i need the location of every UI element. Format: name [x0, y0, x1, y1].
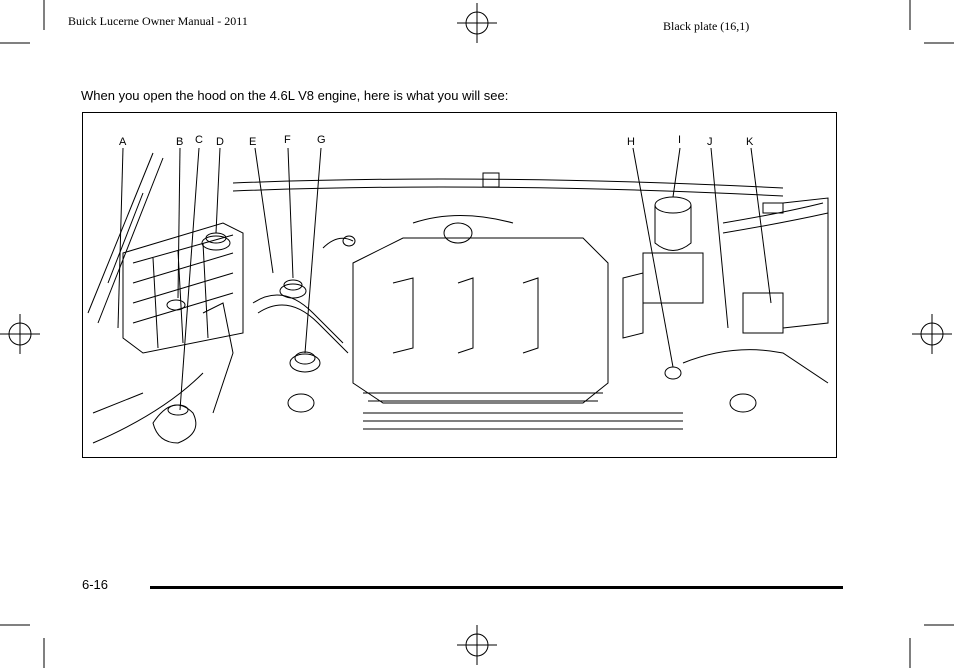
callout-j: J: [707, 136, 713, 148]
callout-e: E: [249, 136, 256, 148]
engine-compartment-figure: A B C D E F G H I J K: [82, 112, 837, 458]
callout-c: C: [195, 134, 203, 146]
plate-label: Black plate (16,1): [663, 19, 750, 33]
callout-b: B: [176, 136, 183, 148]
intro-text: When you open the hood on the 4.6L V8 en…: [81, 88, 509, 103]
callout-g: G: [317, 134, 326, 146]
callout-d: D: [216, 136, 224, 148]
footer-divider: [150, 586, 843, 589]
callout-i: I: [678, 134, 681, 146]
manual-title: Buick Lucerne Owner Manual - 2011: [68, 14, 248, 28]
engine-illustration: A B C D E F G H I J K: [87, 134, 829, 444]
page-number: 6-16: [82, 577, 109, 592]
callout-k: K: [746, 136, 754, 148]
callout-h: H: [627, 136, 635, 148]
callout-f: F: [284, 134, 291, 146]
callout-a: A: [119, 136, 127, 148]
